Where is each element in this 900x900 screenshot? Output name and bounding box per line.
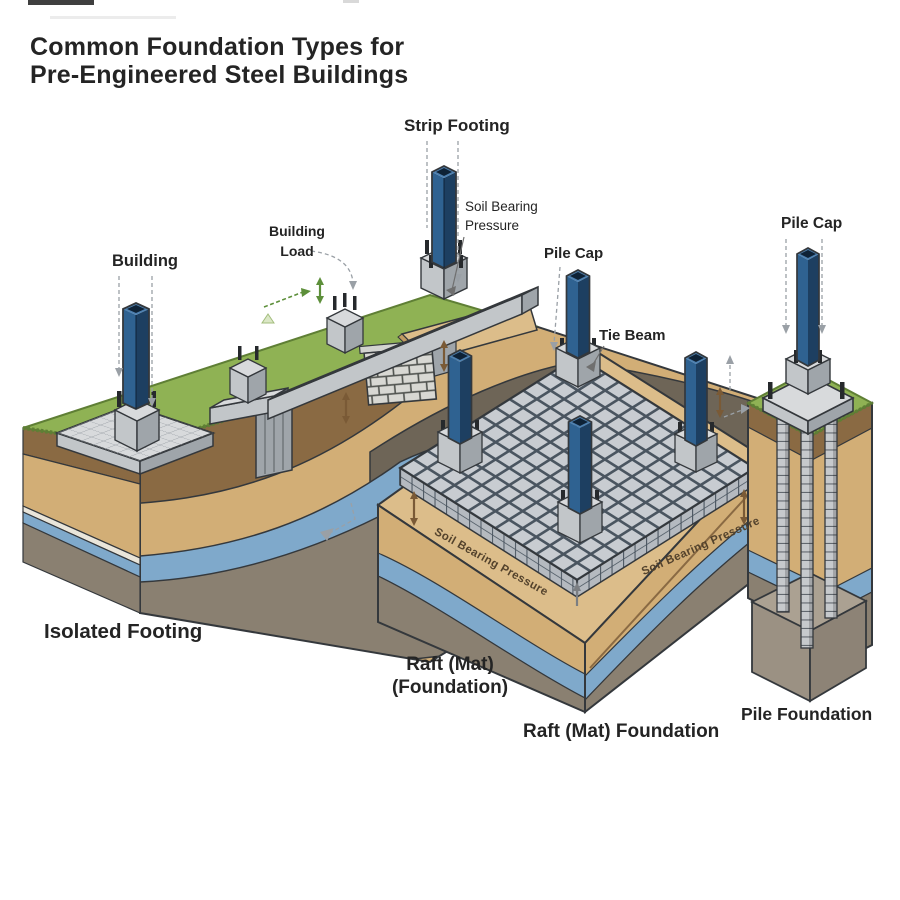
steel-column-raft-right: [684, 351, 708, 447]
pile: [800, 399, 814, 649]
label-soil-bearing-pressure-strip: Soil Bearing Pressure: [465, 197, 538, 235]
raft-soil-block: [376, 269, 762, 715]
anchor-bolt: [117, 391, 122, 407]
strip-pedestal-1: [228, 346, 268, 405]
page-title-line2: Pre-Engineered Steel Buildings: [30, 61, 409, 89]
anchor-bolt: [840, 382, 845, 399]
pile: [824, 405, 838, 619]
steel-column-pile: [794, 247, 822, 367]
label-raft-mat-foundation: Raft (Mat) Foundation: [523, 721, 720, 742]
leader-lines: [115, 141, 826, 541]
pressure-arrows-strip: [342, 340, 448, 424]
steel-column-strip: [431, 164, 457, 270]
pile: [776, 399, 790, 613]
label-raft-mat: Raft (Mat) (Foundation): [388, 653, 512, 699]
pile-group: [776, 399, 838, 649]
label-building-load-line2: Load: [280, 243, 314, 259]
ground-motion-arrows: [261, 277, 324, 324]
steel-column-raft-back: [565, 269, 591, 359]
label-pile-cap-mid: Pile Cap: [544, 245, 604, 262]
page-corner-marks: [28, 0, 359, 19]
label-strip-footing: Strip Footing: [404, 116, 510, 135]
label-building-load: Building Load: [257, 221, 337, 261]
isolated-footing-pedestal: [113, 398, 161, 453]
label-soil-bearing-line2: Pressure: [465, 218, 520, 233]
label-isolated-footing: Isolated Footing: [44, 620, 203, 643]
steel-column-raft-front: [567, 415, 593, 515]
label-pile-cap-right: Pile Cap: [781, 215, 843, 232]
page-title: Common Foundation Types for Pre-Engineer…: [30, 33, 408, 89]
left-block-end-face: [22, 427, 141, 614]
label-soil-bearing-line1: Soil Bearing: [465, 199, 538, 214]
label-building-load-line1: Building: [269, 223, 325, 239]
pile-soil-block: [745, 247, 875, 703]
page-title-line1: Common Foundation Types for: [30, 33, 405, 61]
anchor-bolt: [768, 382, 773, 399]
steel-column-isolated: [122, 302, 150, 410]
label-building: Building: [112, 252, 178, 270]
label-pile-foundation: Pile Foundation: [741, 704, 873, 724]
pressure-arrows-raft: [410, 387, 748, 606]
label-tie-beam: Tie Beam: [599, 327, 666, 344]
pile-cap-slab: [761, 374, 855, 436]
label-raft-mat-line1: Raft (Mat): [406, 654, 494, 675]
strip-pedestal-2: [325, 293, 365, 355]
steel-column-raft-left: [447, 349, 473, 445]
label-raft-mat-line2: (Foundation): [391, 677, 509, 698]
